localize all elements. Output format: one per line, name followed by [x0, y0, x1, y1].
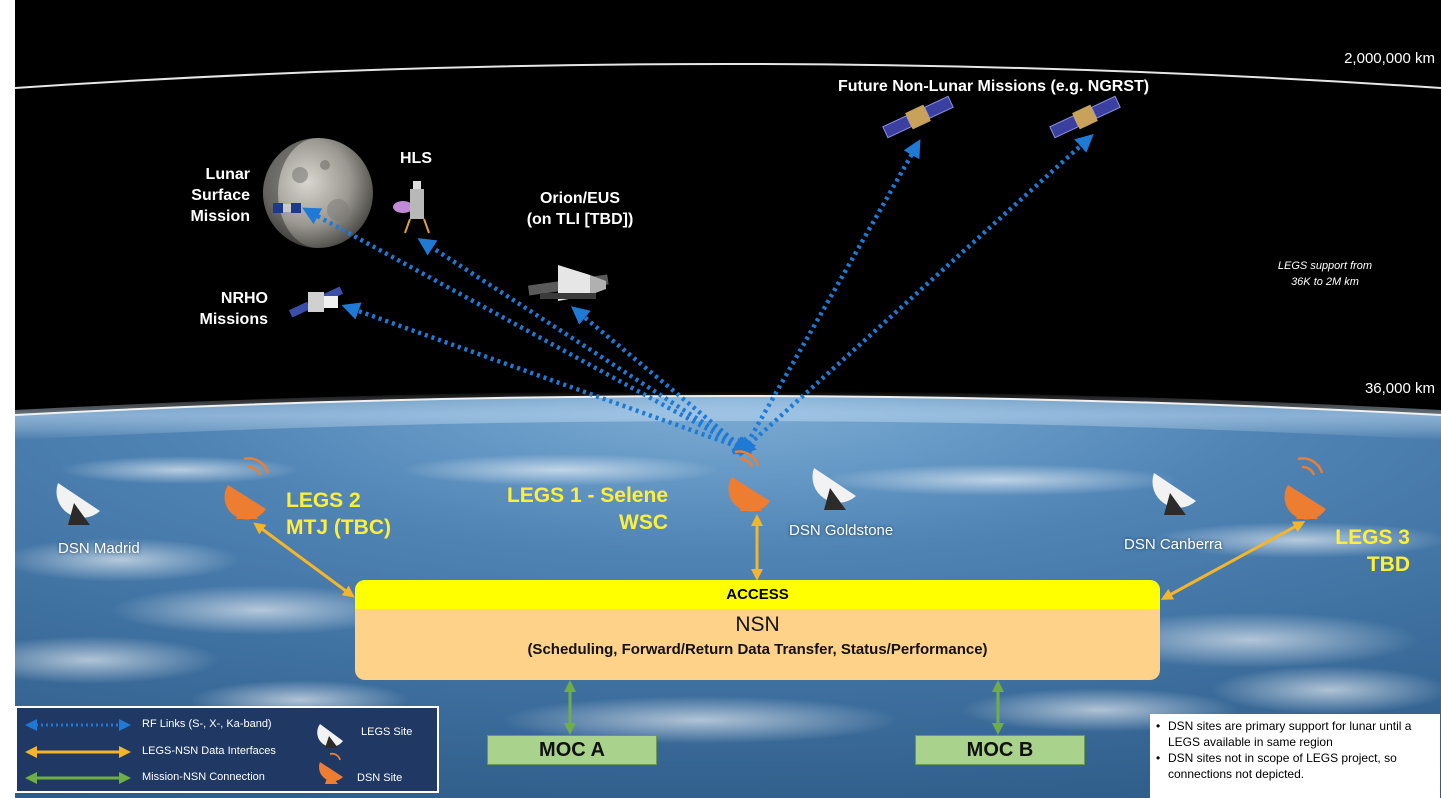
dsn-notes-box: DSN sites are primary support for lunar … — [1150, 714, 1440, 798]
legs3-dish-icon — [1284, 457, 1326, 520]
legend: RF Links (S-, X-, Ka-band) LEGS-NSN Data… — [15, 706, 439, 793]
legs-nsn-interfaces — [253, 514, 1306, 600]
legs2-dish-icon — [224, 457, 270, 520]
note-item: DSN sites not in scope of LEGS project, … — [1156, 750, 1438, 782]
legend-mission-nsn-label: Mission-NSN Connection — [142, 771, 265, 783]
nsn-box: ACCESS NSN (Scheduling, Forward/Return D… — [355, 580, 1160, 680]
label-line: (on TLI [TBD]) — [526, 211, 634, 228]
orion-label: Orion/EUS (on TLI [TBD]) — [510, 188, 650, 230]
future-spacecraft-1-icon — [882, 95, 954, 139]
moc-a-box: MOC A — [487, 735, 657, 765]
interface-legs2-nsn — [253, 522, 355, 598]
label-line: Surface — [191, 187, 250, 204]
nsn-title: NSN — [735, 613, 780, 636]
legend-legs-nsn-label: LEGS-NSN Data Interfaces — [142, 745, 276, 757]
legs1-dish-icon — [728, 450, 770, 512]
moc-b-box: MOC B — [915, 735, 1085, 765]
interface-legs3-nsn — [1160, 521, 1306, 600]
label-line: TBD — [1366, 553, 1410, 576]
rf-links — [302, 133, 1094, 457]
legend-orange-dish-icon — [318, 752, 343, 784]
lunar-surface-mission-label: Lunar Surface Mission — [180, 164, 250, 227]
label-line: LEGS 1 - Selene — [506, 484, 668, 507]
label-line: NRHO — [220, 290, 268, 307]
dsn-madrid-label: DSN Madrid — [58, 540, 140, 557]
altitude-label-2m: 2,000,000 km — [1344, 50, 1435, 67]
mission-nsn-connections — [564, 680, 1004, 735]
legs3-site-label: LEGS 3 TBD — [1330, 524, 1410, 578]
altitude-curve-2m — [14, 63, 1441, 89]
moon-icon — [263, 138, 373, 248]
dsn-canberra-dish-icon — [1152, 473, 1196, 515]
altitude-label-36k: 36,000 km — [1364, 380, 1435, 397]
legend-dsn-site-label: DSN Site — [357, 772, 403, 784]
label-line: Orion/EUS — [539, 190, 620, 207]
label-line: Mission — [190, 208, 250, 225]
dsn-goldstone-dish-icon — [812, 468, 856, 510]
label-line: MTJ (TBC) — [286, 516, 391, 539]
support-note-line: LEGS support from — [1277, 260, 1373, 272]
future-missions-label: Future Non-Lunar Missions (e.g. NGRST) — [838, 78, 1150, 95]
dsn-madrid-dish-icon — [56, 483, 100, 525]
support-range-note: LEGS support from 36K to 2M km — [1270, 258, 1380, 290]
label-line: WSC — [619, 511, 668, 534]
dsn-canberra-label: DSN Canberra — [1124, 536, 1223, 553]
label-line: Lunar — [205, 166, 250, 183]
support-note-line: 36K to 2M km — [1291, 276, 1359, 288]
legend-symbols — [25, 719, 343, 784]
nsn-subtitle: (Scheduling, Forward/Return Data Transfe… — [527, 641, 988, 658]
legend-legs-site-label: LEGS Site — [361, 726, 413, 738]
label-line: LEGS 3 — [1335, 526, 1410, 549]
label-line: LEGS 2 — [286, 489, 361, 512]
note-item: DSN sites are primary support for lunar … — [1156, 718, 1438, 750]
future-spacecraft-2-icon — [1049, 95, 1121, 139]
label-line: Missions — [199, 311, 268, 328]
nrho-missions-label: NRHO Missions — [190, 288, 268, 330]
legend-white-dish-icon — [317, 724, 343, 748]
legs2-site-label: LEGS 2 MTJ (TBC) — [286, 487, 406, 541]
legend-rf-label: RF Links (S-, X-, Ka-band) — [142, 718, 272, 730]
legs1-site-label: LEGS 1 - Selene WSC — [488, 482, 668, 536]
access-bar: ACCESS — [355, 580, 1160, 609]
dsn-goldstone-label: DSN Goldstone — [789, 522, 894, 539]
hls-label: HLS — [400, 150, 432, 167]
lunar-mission-satellite-icon — [273, 203, 301, 213]
